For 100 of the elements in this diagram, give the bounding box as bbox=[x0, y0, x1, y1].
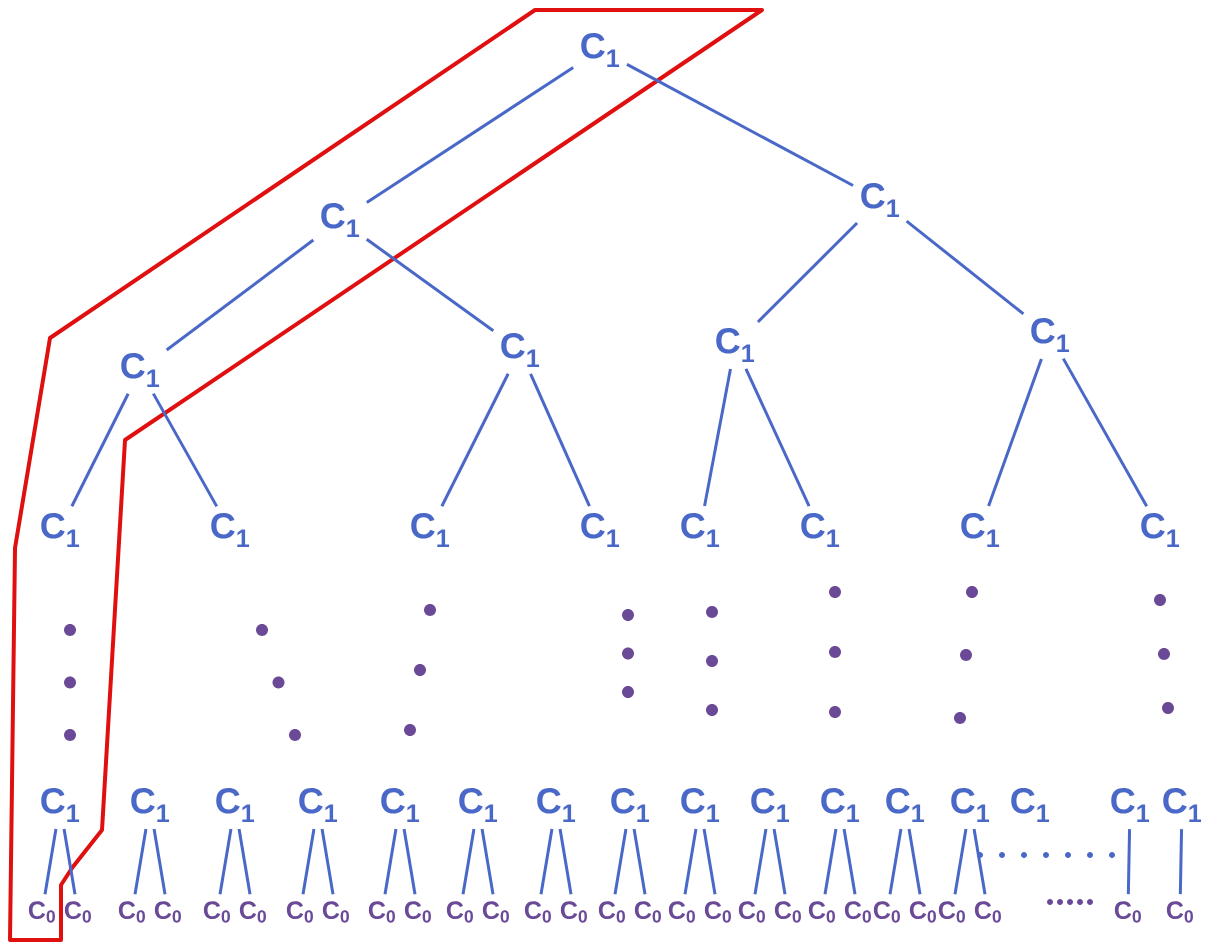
tree-node-label: C$_{1}$ bbox=[951, 788, 990, 822]
tree-node-label: C$_{1}$ bbox=[537, 788, 576, 822]
leaf-label: C$_{0}$ bbox=[524, 901, 551, 923]
tree-edge bbox=[907, 828, 922, 895]
tree-node-label: C$_{1}$ bbox=[131, 788, 170, 822]
tree-node-label: C$_{1}$ bbox=[321, 203, 360, 237]
tree-node-label: C$_{1}$ bbox=[861, 183, 900, 217]
leaf-label: C$_{0}$ bbox=[1114, 901, 1141, 923]
tree-edge bbox=[905, 219, 1025, 316]
tree-edge bbox=[152, 392, 219, 508]
leaf-label: C$_{0}$ bbox=[446, 901, 473, 923]
tree-node-label: C$_{1}$ bbox=[501, 333, 540, 367]
tree-edge bbox=[842, 828, 857, 895]
leaf-label: C$_{0}$ bbox=[28, 901, 55, 923]
leaf-label: C$_{0}$ bbox=[203, 901, 230, 923]
leaf-label: C$_{0}$ bbox=[909, 901, 936, 923]
leaf-label: C$_{0}$ bbox=[368, 901, 395, 923]
tree-edge bbox=[1178, 829, 1184, 895]
tree-edge bbox=[953, 828, 968, 895]
tree-edge bbox=[626, 63, 854, 187]
leaf-label: C$_{0}$ bbox=[668, 901, 695, 923]
tree-edge bbox=[613, 828, 628, 895]
tree-node-label: C$_{1}$ bbox=[681, 513, 720, 547]
tree-edge bbox=[301, 828, 316, 895]
tree-edge bbox=[823, 828, 838, 895]
tree-edge bbox=[461, 828, 476, 895]
tree-node-label: C$_{1}$ bbox=[611, 788, 650, 822]
leaf-label: C$_{0}$ bbox=[808, 901, 835, 923]
tree-node-label: C$_{1}$ bbox=[886, 788, 925, 822]
leaf-label: C$_{0}$ bbox=[239, 901, 266, 923]
tree-edge bbox=[1126, 829, 1132, 895]
leaf-label: C$_{0}$ bbox=[404, 901, 431, 923]
tree-edge bbox=[152, 828, 167, 895]
tree-edge bbox=[753, 828, 768, 895]
tree-edge bbox=[365, 238, 495, 332]
tree-edge bbox=[383, 828, 398, 895]
tree-node-label: C$_{1}$ bbox=[581, 513, 620, 547]
tree-edge bbox=[632, 828, 647, 895]
tree-edge bbox=[756, 221, 859, 324]
tree-node-label: C$_{1}$ bbox=[681, 788, 720, 822]
tree-node-label: C$_{1}$ bbox=[211, 513, 250, 547]
tree-node-label: C$_{1}$ bbox=[751, 788, 790, 822]
tree-edge bbox=[70, 393, 130, 507]
tree-node-label: C$_{1}$ bbox=[299, 788, 338, 822]
tree-edge bbox=[237, 828, 252, 895]
tree-node-label: C$_{1}$ bbox=[1011, 788, 1050, 822]
tree-edge bbox=[972, 828, 987, 895]
tree-node-label: C$_{1}$ bbox=[121, 353, 160, 387]
tree-node-label: C$_{1}$ bbox=[1111, 788, 1150, 822]
tree-node-label: C$_{1}$ bbox=[1031, 318, 1070, 352]
tree-node-label: C$_{1}$ bbox=[41, 788, 80, 822]
tree-edge bbox=[558, 828, 573, 895]
tree-edge bbox=[366, 66, 575, 204]
tree-node-label: C$_{1}$ bbox=[801, 513, 840, 547]
tree-node-label: C$_{1}$ bbox=[581, 33, 620, 67]
tree-node-label: C$_{1}$ bbox=[411, 513, 450, 547]
tree-edge bbox=[1062, 357, 1148, 508]
leaf-label: C$_{0}$ bbox=[560, 901, 587, 923]
tree-node-label: C$_{1}$ bbox=[459, 788, 498, 822]
tree-edge bbox=[133, 828, 148, 895]
leaf-label: C$_{0}$ bbox=[598, 901, 625, 923]
tree-edge bbox=[43, 828, 58, 895]
tree-node-label: C$_{1}$ bbox=[716, 328, 755, 362]
tree-edge bbox=[683, 828, 698, 895]
leaf-label: C$_{0}$ bbox=[322, 901, 349, 923]
leaf-label: C$_{0}$ bbox=[738, 901, 765, 923]
tree-edge bbox=[165, 238, 315, 352]
tree-edge bbox=[320, 828, 335, 895]
tree-edge bbox=[62, 828, 77, 895]
tree-edge bbox=[480, 828, 495, 895]
tree-edge bbox=[772, 828, 787, 895]
tree-node-label: C$_{1}$ bbox=[1141, 513, 1180, 547]
tree-edge bbox=[218, 828, 233, 895]
leaf-label: C$_{0}$ bbox=[774, 901, 801, 923]
leaf-label: C$_{0}$ bbox=[286, 901, 313, 923]
leaf-label: C$_{0}$ bbox=[118, 901, 145, 923]
tree-edge bbox=[888, 828, 903, 895]
tree-edge bbox=[703, 368, 732, 507]
leaf-label: C$_{0}$ bbox=[154, 901, 181, 923]
leaf-label: C$_{0}$ bbox=[873, 901, 900, 923]
tree-edge bbox=[539, 828, 554, 895]
tree-node-label: C$_{1}$ bbox=[41, 513, 80, 547]
tree-node-label: C$_{1}$ bbox=[381, 788, 420, 822]
tree-node-label: C$_{1}$ bbox=[821, 788, 860, 822]
tree-edge bbox=[402, 828, 417, 895]
leaf-label: C$_{0}$ bbox=[844, 901, 871, 923]
tree-edge bbox=[702, 828, 717, 895]
tree-edge bbox=[529, 373, 591, 507]
leaf-label: C$_{0}$ bbox=[64, 901, 91, 923]
leaf-label: C$_{0}$ bbox=[1166, 901, 1193, 923]
leaf-label: C$_{0}$ bbox=[482, 901, 509, 923]
tree-node-label: C$_{1}$ bbox=[961, 513, 1000, 547]
tree-edge bbox=[744, 368, 811, 507]
leaf-label: C$_{0}$ bbox=[974, 901, 1001, 923]
tree-node-label: C$_{1}$ bbox=[1163, 788, 1202, 822]
tree-edge bbox=[987, 358, 1043, 507]
leaf-label: C$_{0}$ bbox=[704, 901, 731, 923]
tree-edge bbox=[440, 373, 510, 507]
leaf-label: C$_{0}$ bbox=[938, 901, 965, 923]
tree-node-label: C$_{1}$ bbox=[216, 788, 255, 822]
